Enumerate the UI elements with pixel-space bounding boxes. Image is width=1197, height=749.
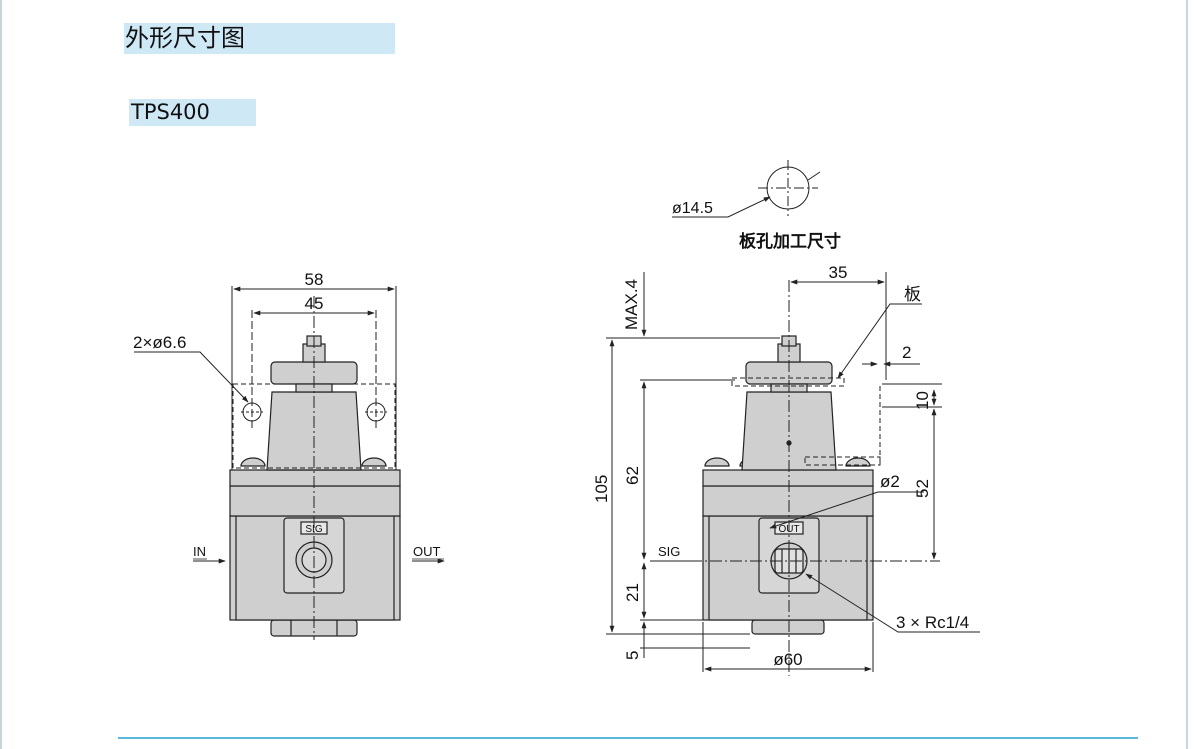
panel-hole-diameter: ø14.5 xyxy=(672,200,713,217)
port-out-label: OUT xyxy=(413,544,441,559)
page-border-right xyxy=(1186,0,1188,749)
side-sig-label: SIG xyxy=(658,544,680,559)
dim-nut-height: 5 xyxy=(623,651,642,660)
model-label: TPS400 xyxy=(129,99,256,126)
dim-port-height: 52 xyxy=(913,479,932,498)
side-out-label: OUT xyxy=(778,524,799,535)
panel-hole-caption: 板孔加工尺寸 xyxy=(739,231,841,251)
dim-mount-spacing: 45 xyxy=(305,294,324,313)
side-view-annotations xyxy=(606,272,980,676)
gauge-port-label: ø2 xyxy=(880,472,900,491)
dim-total-height: 105 xyxy=(592,475,611,503)
dim-upper-height: 62 xyxy=(623,466,642,485)
port-in-label: IN xyxy=(193,544,206,559)
page-border-left xyxy=(0,0,2,749)
section-title: 外形尺寸图 xyxy=(124,23,395,54)
panel-label: 板 xyxy=(904,285,921,304)
dim-panel-gap: 10 xyxy=(913,391,932,410)
dim-panel-thickness: 2 xyxy=(902,343,911,362)
panel-hole-detail xyxy=(672,160,821,218)
mount-holes-label: 2×ø6.6 xyxy=(133,333,186,352)
body-diameter: ø60 xyxy=(773,650,802,669)
side-view xyxy=(702,335,874,635)
front-view xyxy=(229,335,401,637)
dim-overall-width: 58 xyxy=(305,270,324,289)
dim-top-clearance: MAX.4 xyxy=(622,279,641,330)
front-view-annotations xyxy=(134,286,445,640)
footer-rule xyxy=(118,737,1138,739)
ports-label: 3 × Rc1/4 xyxy=(896,613,969,632)
front-sig-label: SIG xyxy=(305,524,322,535)
dim-lower-height: 21 xyxy=(623,583,642,602)
dim-top-offset: 35 xyxy=(829,263,848,282)
